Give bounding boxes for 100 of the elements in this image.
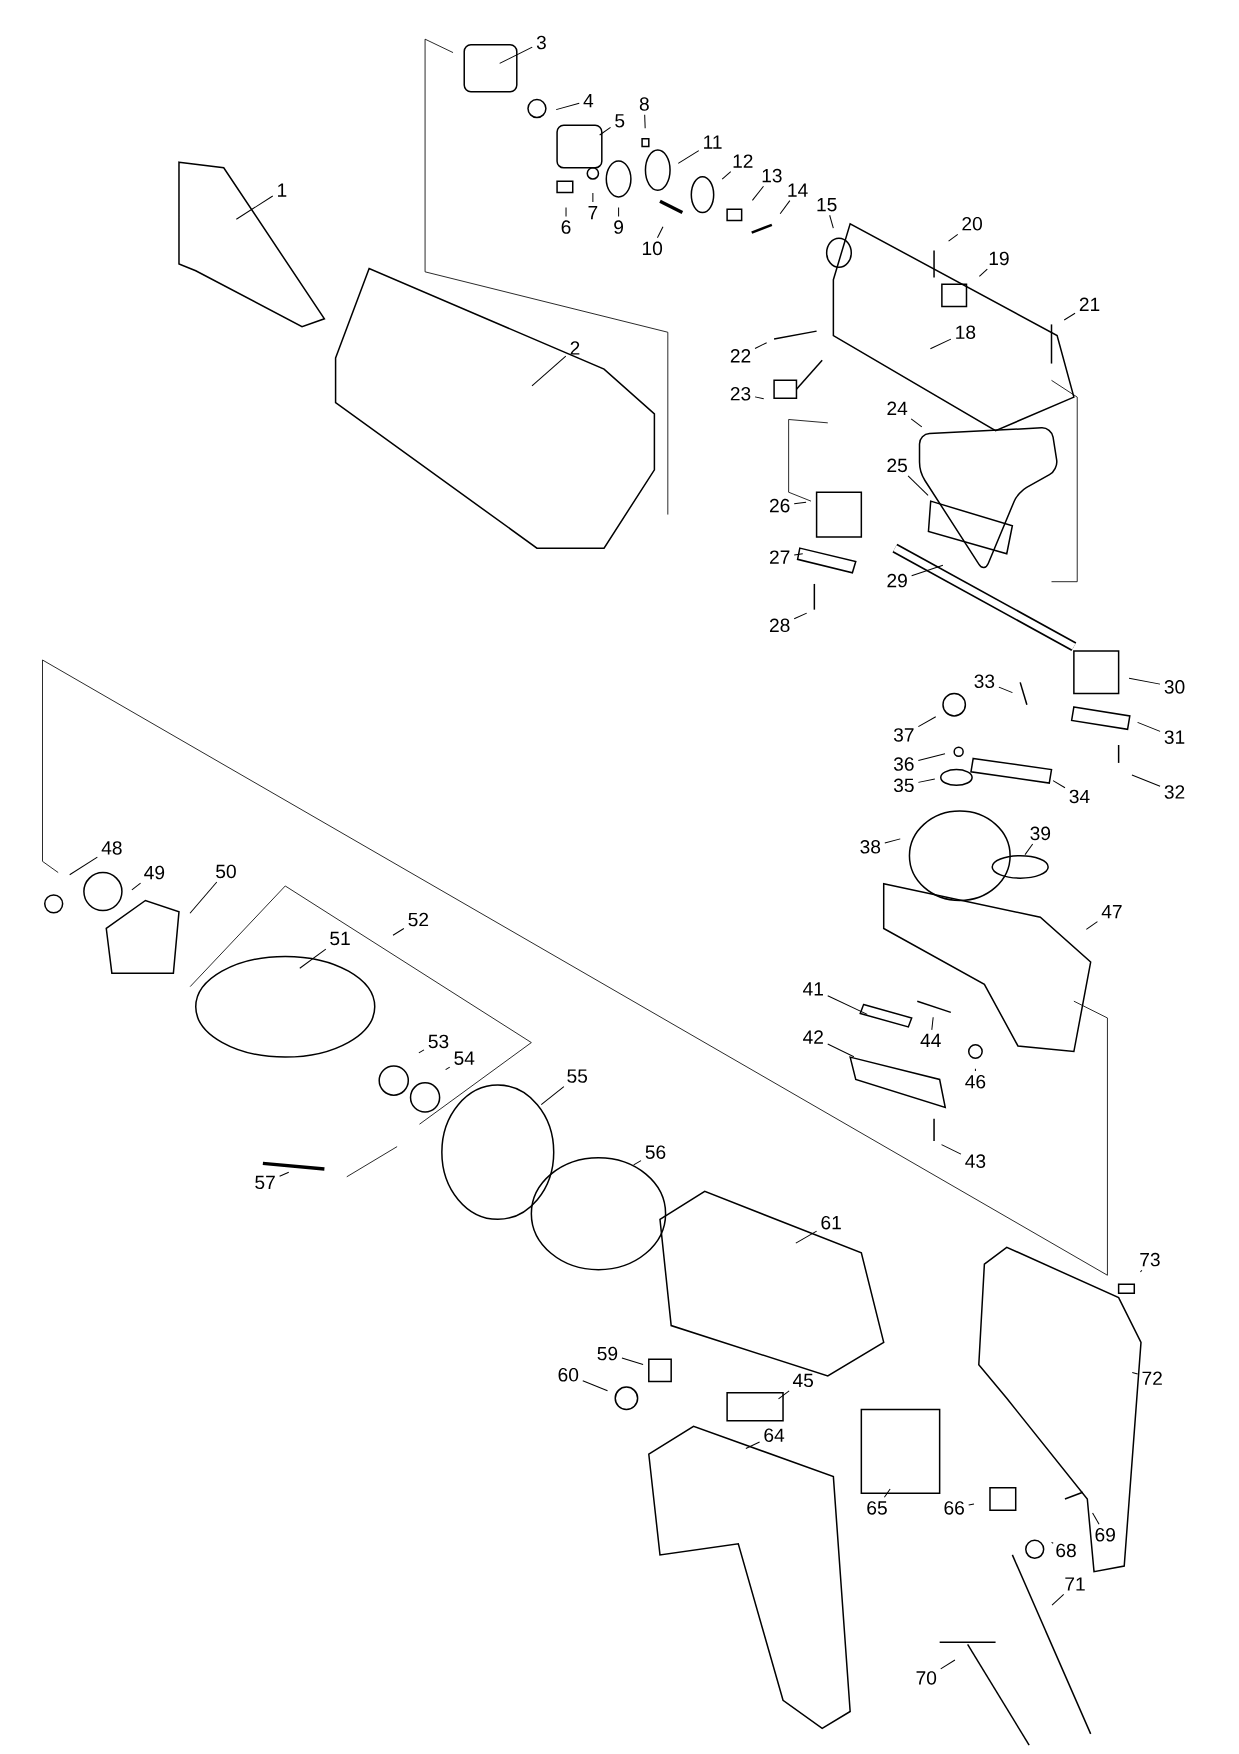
leader-line — [617, 206, 619, 217]
leader-line — [917, 753, 946, 761]
leader-line — [745, 1441, 760, 1449]
callout-number: 55 — [567, 1069, 587, 1083]
leader-line — [1063, 312, 1076, 321]
leader-line — [795, 1230, 817, 1244]
callout-number: 2 — [570, 341, 580, 355]
leader-line — [1050, 1541, 1054, 1544]
leader-line — [828, 214, 834, 229]
leader-line — [974, 1068, 976, 1072]
leader-line — [540, 1086, 565, 1105]
leader-line — [827, 1043, 855, 1058]
callout-number: 11 — [703, 135, 722, 149]
leader-line — [299, 948, 327, 969]
callout-number: 44 — [920, 1033, 941, 1047]
callout-number: 4 — [583, 94, 593, 108]
leader-line — [947, 233, 959, 242]
leader-line — [1128, 677, 1161, 685]
leader-line — [621, 1357, 644, 1365]
leader-line — [656, 226, 664, 239]
callout-number: 73 — [1140, 1252, 1160, 1267]
callout-number: 32 — [1164, 785, 1185, 799]
callout-number: 27 — [769, 550, 790, 564]
callout-number: 61 — [821, 1215, 841, 1230]
callout-number: 22 — [730, 349, 750, 363]
callout-number: 70 — [916, 1671, 936, 1685]
callout-number: 39 — [1030, 826, 1050, 841]
leader-line — [910, 418, 923, 428]
leader-line — [754, 342, 767, 349]
callout-number: 3 — [536, 35, 546, 50]
callout-number: 19 — [989, 251, 1009, 266]
leader-line — [1085, 921, 1098, 930]
leader-line — [917, 716, 937, 728]
callout-number: 20 — [962, 216, 982, 231]
leader-line — [754, 396, 764, 400]
leader-line — [1024, 843, 1033, 856]
callout-number: 5 — [614, 114, 625, 128]
callout-number: 8 — [639, 97, 649, 111]
callout-number: 49 — [143, 865, 164, 880]
leader-line — [1136, 721, 1161, 732]
callout-number: 47 — [1101, 905, 1122, 919]
callout-number: 69 — [1095, 1528, 1115, 1542]
leader-line — [940, 1659, 956, 1670]
leader-line — [392, 928, 405, 936]
callout-number: 35 — [893, 778, 914, 793]
callout-number: 42 — [802, 1030, 823, 1044]
leader-line — [1139, 1269, 1143, 1273]
leader-line — [978, 268, 988, 277]
callout-number: 12 — [733, 154, 753, 168]
callout-number: 24 — [887, 401, 907, 415]
callout-number: 66 — [944, 1501, 964, 1515]
leader-line — [555, 102, 580, 111]
leader-line — [777, 1390, 790, 1400]
leader-line — [632, 1160, 642, 1166]
callout-number: 26 — [769, 498, 790, 513]
leader-line — [883, 1488, 891, 1498]
callout-number: 9 — [613, 220, 623, 234]
callout-number: 43 — [965, 1154, 986, 1168]
callout-number: 13 — [762, 168, 782, 183]
leader-line — [418, 1049, 425, 1054]
leader-line — [827, 995, 868, 1015]
callout-number: 23 — [730, 387, 751, 401]
leader-line — [907, 475, 929, 496]
leader-line — [1131, 1372, 1138, 1375]
callout-number: 6 — [561, 220, 571, 234]
leader-line — [444, 1066, 451, 1071]
callout-number: 54 — [454, 1051, 475, 1065]
callout-number: 15 — [817, 198, 837, 212]
leader-line — [998, 686, 1013, 694]
leader-line — [751, 185, 764, 201]
leader-line — [531, 355, 567, 387]
leader-line — [910, 564, 944, 577]
callout-number: 38 — [860, 840, 880, 854]
callout-number: 7 — [588, 205, 598, 220]
leader-line — [940, 1144, 962, 1155]
leader-line — [931, 1016, 934, 1031]
leader-line — [1131, 774, 1161, 787]
callout-number: 72 — [1142, 1371, 1162, 1385]
leader-line — [677, 150, 700, 164]
callout-number: 14 — [788, 183, 808, 197]
leader-line — [598, 126, 611, 136]
callout-number: 18 — [955, 325, 975, 340]
leader-line — [592, 192, 594, 203]
leader-line — [278, 1171, 290, 1177]
callout-number: 30 — [1164, 680, 1185, 694]
leader-line — [1051, 1593, 1064, 1606]
callout-number: 25 — [887, 458, 907, 473]
callout-number: 1 — [277, 183, 287, 197]
callout-number: 64 — [764, 1428, 784, 1442]
callout-number: 29 — [887, 573, 907, 588]
callout-number: 52 — [408, 912, 428, 927]
callout-number: 71 — [1065, 1577, 1085, 1591]
leader-line — [498, 46, 533, 64]
leader-line — [1091, 1512, 1100, 1525]
leader-line — [793, 501, 807, 505]
callout-number: 10 — [642, 241, 662, 256]
leader-line — [917, 778, 936, 783]
callout-number: 34 — [1069, 789, 1090, 804]
callout-number: 50 — [215, 864, 236, 879]
callout-number: 65 — [867, 1501, 887, 1515]
